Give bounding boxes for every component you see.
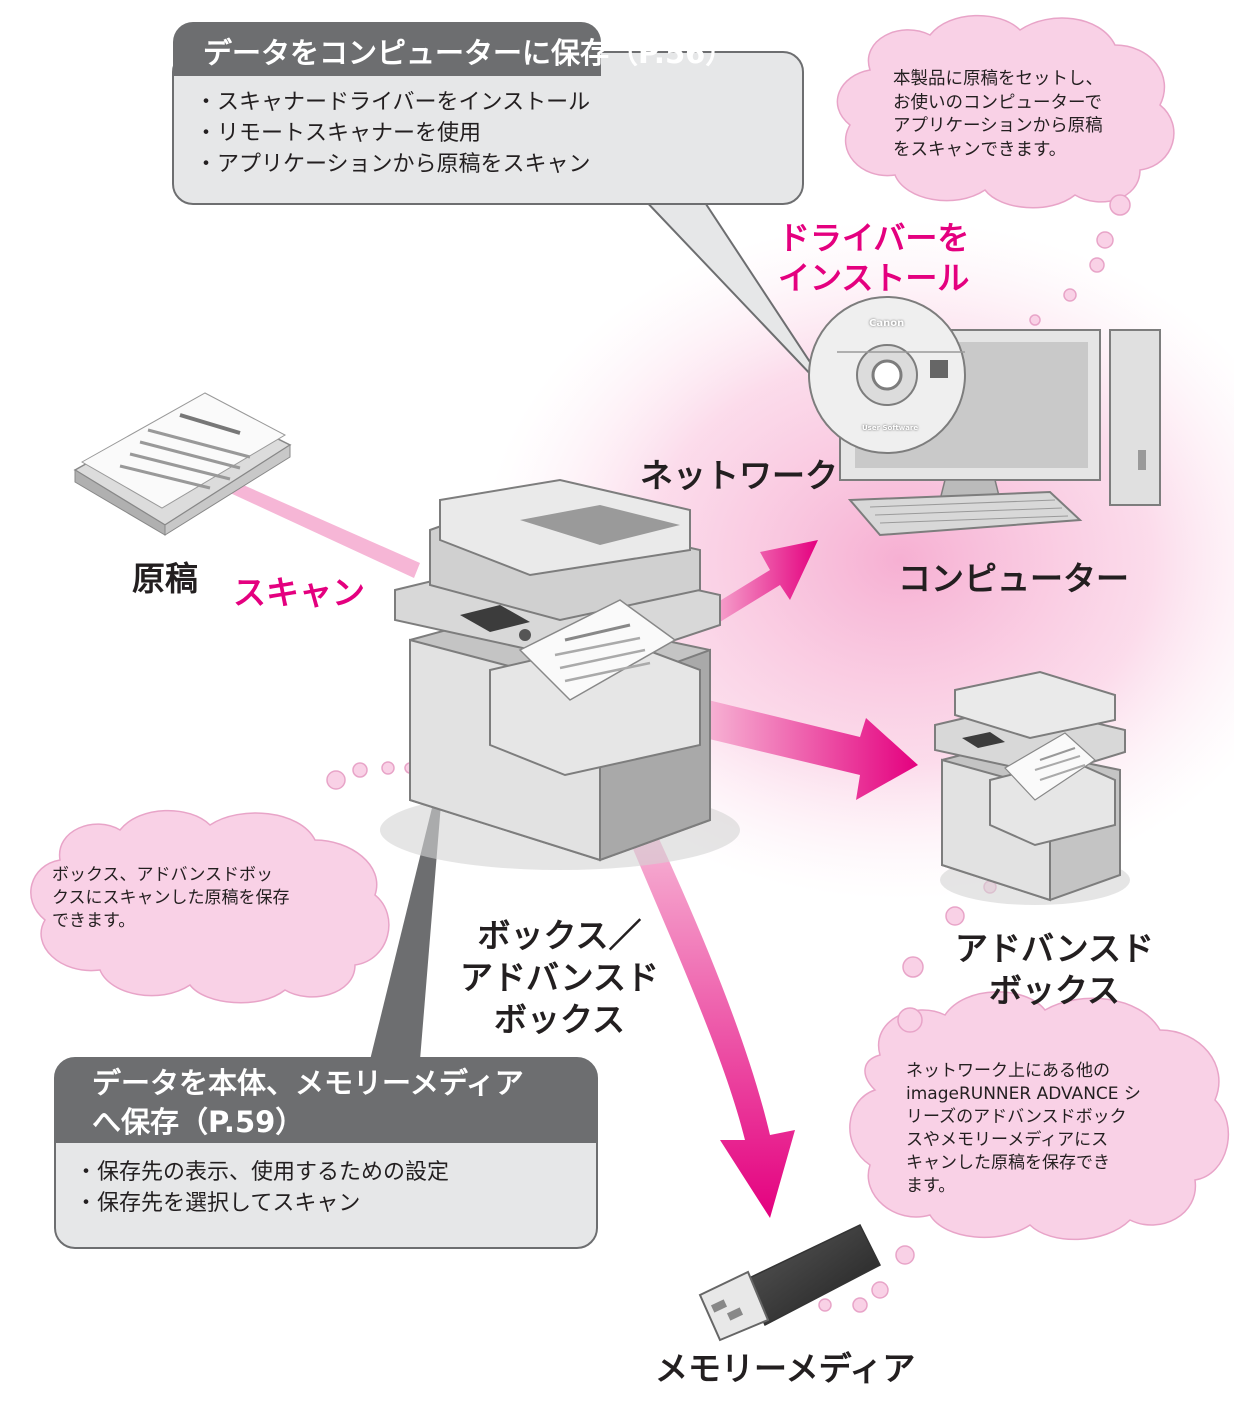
memory-callout-header-box	[55, 1058, 597, 1143]
advanced-box-label: アドバンスド ボックス	[955, 928, 1154, 1012]
cloud-box-line: できます。	[52, 910, 136, 931]
memory-arrow	[630, 830, 795, 1218]
box-label-line: アドバンスド	[460, 958, 659, 998]
memory-callout-item: ・保存先を選択してスキャン	[75, 1190, 361, 1216]
advanced-box-label-line: ボックス	[988, 971, 1120, 1011]
cloud-advanced-line: ます。	[906, 1175, 956, 1196]
cloud-computer-line: アプリケーションから原稿	[893, 116, 1103, 137]
cloud-advanced-line: imageRUNNER ADVANCE シ	[906, 1083, 1141, 1104]
memory-callout-items: ・保存先の表示、使用するための設定 ・保存先を選択してスキャン	[75, 1158, 449, 1220]
computer-callout-item: ・スキャナードライバーをインストール	[195, 90, 591, 115]
cloud-computer-text: 本製品に原稿をセットし、 お使いのコンピューターで アプリケーションから原稿 を…	[893, 68, 1103, 163]
advanced-box-label-line: アドバンスド	[955, 929, 1154, 968]
main-printer-icon	[380, 478, 740, 870]
driver-install-line: インストール	[778, 259, 970, 297]
scan-arrow	[228, 480, 420, 578]
original-label: 原稿	[132, 559, 198, 598]
network-label: ネットワーク	[640, 456, 838, 495]
memory-callout-item: ・保存先の表示、使用するための設定	[75, 1160, 450, 1185]
cloud-computer	[836, 14, 1175, 326]
memory-callout-title: データを本体、メモリーメディア へ保存（P.59）	[92, 1064, 524, 1142]
usb-memory-icon	[698, 1224, 882, 1342]
computer-callout-items: ・スキャナードライバーをインストール ・リモートスキャナーを使用 ・アプリケーシ…	[195, 88, 591, 180]
cloud-advanced-line: キャンした原稿を保存でき	[906, 1152, 1110, 1173]
memory-media-label: メモリーメディア	[655, 1349, 916, 1388]
cloud-box-line: ボックス、アドバンスドボッ	[52, 865, 273, 885]
box-label-line: ボックス／	[477, 916, 642, 955]
cloud-computer-line: をスキャンできます。	[893, 139, 1067, 160]
computer-callout-item: ・リモートスキャナーを使用	[195, 120, 482, 146]
advanced-arrow	[705, 700, 918, 800]
box-label: ボックス／ アドバンスド ボックス	[460, 915, 659, 1042]
cloud-box-text: ボックス、アドバンスドボッ クスにスキャンした原稿を保存 できます。	[52, 864, 290, 933]
cloud-advanced-line: スやメモリーメディアにス	[906, 1129, 1109, 1150]
original-document-icon	[73, 392, 292, 536]
memory-callout-title-line: データを本体、メモリーメディア	[92, 1066, 524, 1100]
scan-label: スキャン	[233, 573, 365, 612]
cloud-advanced-line: リーズのアドバンスドボック	[906, 1106, 1127, 1127]
cd-brand: Canon	[869, 318, 905, 329]
computer-callout-header-box	[173, 22, 601, 76]
cloud-box	[30, 761, 435, 1004]
cloud-computer-line: お使いのコンピューターで	[893, 92, 1102, 113]
memory-callout-title-line: へ保存（P.59）	[92, 1105, 305, 1140]
driver-install-line: ドライバーを	[778, 219, 970, 257]
user-software-cd-icon	[808, 296, 966, 454]
cloud-box-line: クスにスキャンした原稿を保存	[52, 887, 290, 908]
computer-callout-title: データをコンピューターに保存（P.56）	[203, 36, 735, 70]
cloud-computer-line: 本製品に原稿をセットし、	[893, 69, 1103, 89]
cd-caption: User Software	[862, 424, 919, 432]
computer-label: コンピューター	[898, 559, 1129, 598]
advanced-box-printer-icon	[934, 670, 1130, 905]
driver-install-label: ドライバーを インストール	[778, 218, 969, 298]
cloud-advanced	[818, 880, 1230, 1313]
cloud-advanced-text: ネットワーク上にある他の imageRUNNER ADVANCE シ リーズのア…	[906, 1060, 1141, 1198]
box-label-line: ボックス	[493, 1000, 625, 1040]
cloud-advanced-line: ネットワーク上にある他の	[906, 1061, 1110, 1081]
network-arrow	[705, 540, 818, 625]
computer-callout-item: ・アプリケーションから原稿をスキャン	[195, 151, 591, 177]
